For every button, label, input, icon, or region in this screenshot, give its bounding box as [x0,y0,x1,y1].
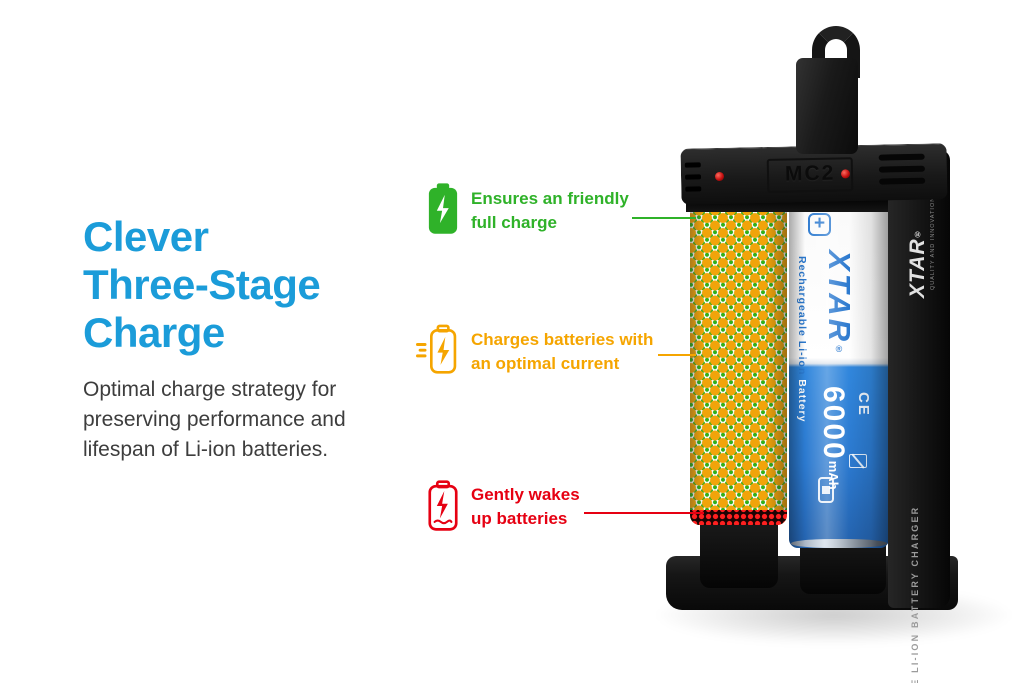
battery-charging-lightning-icon [416,324,457,374]
annotation-label: Charges batteries with an optimal curren… [471,330,654,373]
battery-full-lightning-icon [428,183,458,234]
capacity-value: 6000 [817,386,850,461]
battery-low-lightning-icon [428,480,458,531]
battery-bottom-ring [791,539,887,548]
battery-symbol-icon [818,477,834,503]
battery-type-bottom: Battery [796,379,808,423]
battery-capacity: 6000mAh [816,386,850,536]
battery-brand-text: XTAR [822,250,857,345]
grip-notch [685,186,702,192]
status-led-left [714,171,725,182]
headline-block: Clever Three-Stage Charge Optimal charge… [83,213,413,465]
annotation-full-charge: Ensures an friendly full charge [428,182,629,236]
low-charge-red-band [690,510,787,525]
registered-mark: ® [913,228,922,239]
usb-plug [796,58,858,154]
annotation-label: Gently wakes up batteries [471,485,580,528]
crossed-bin-icon [849,454,867,468]
page-title: Clever Three-Stage Charge [83,213,321,356]
battery-charge-visualization [690,202,787,525]
side-brand-tagline: Quality and Innovation [930,196,936,290]
charger-side-panel: XTAR® Quality and Innovation PORTABLE LI… [888,150,950,683]
ce-mark: CE [855,392,872,417]
battery-type-label: Rechargeable Li-ion Battery [796,256,808,556]
plus-terminal-icon: + [808,213,831,236]
annotation-optimal-current: Charges batteries with an optimal curren… [416,323,653,377]
battery-brand-logo: XTAR® [821,250,857,480]
side-product-label: PORTABLE LI-ION BATTERY CHARGER [910,505,920,683]
annotation-wake-up: Gently wakes up batteries [428,478,580,534]
grip-notch [684,174,702,180]
grip-notch [684,162,701,168]
battery-type-top: Rechargeable Li-ion [796,256,808,380]
xtar-battery: + Rechargeable Li-ion Battery XTAR® 6000… [789,196,889,548]
vent-slot [879,177,926,185]
vent-slot [878,165,925,173]
leader-line-red [584,512,704,514]
vent-slot [878,153,925,161]
registered-mark: ® [834,344,844,358]
annotation-label: Ensures an friendly full charge [471,189,629,232]
side-brand-text: XTAR [906,238,929,298]
page-description: Optimal charge strategy for preserving p… [83,378,346,461]
leader-line-green [632,217,696,219]
leader-line-orange [658,354,696,356]
